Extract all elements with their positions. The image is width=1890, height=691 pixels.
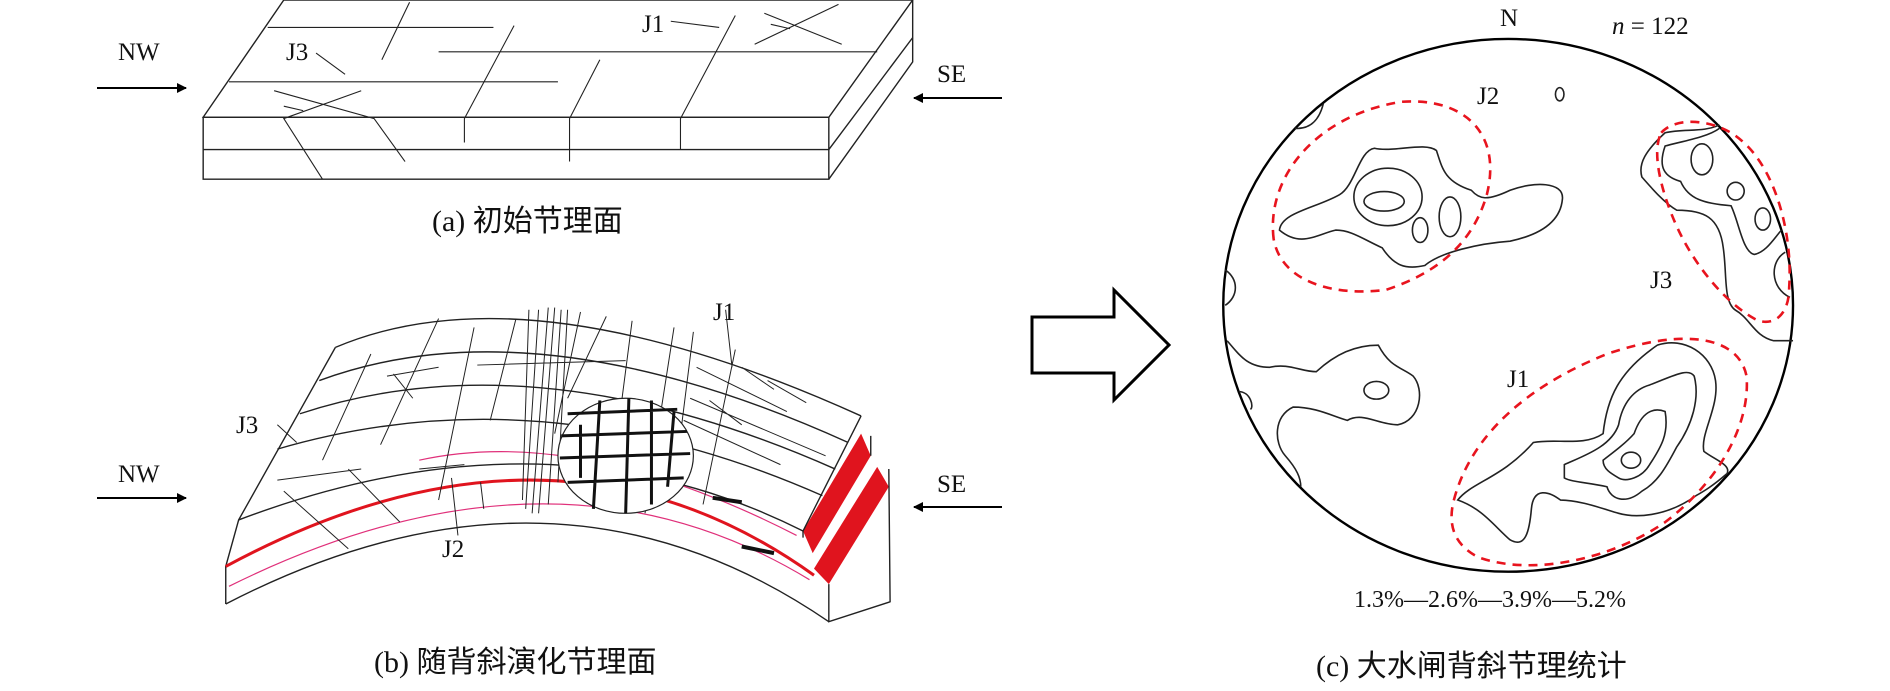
- panel-a-joint-traces: [229, 2, 877, 179]
- j3-label-a: J3: [286, 39, 309, 66]
- panel-a-block-diagram: [203, 0, 913, 179]
- contour-legend: 1.3%—2.6%—3.9%—5.2%: [1354, 587, 1626, 613]
- red-stratum-end-1: [803, 433, 871, 554]
- j1-label-b: J1: [713, 299, 736, 326]
- j3-label-b: J3: [236, 412, 259, 439]
- caption-a: (a) 初始节理面: [432, 205, 623, 238]
- se-label-b: SE: [937, 471, 967, 498]
- joint-mesh-ellipse: [558, 398, 693, 513]
- north-label: N: [1500, 5, 1519, 32]
- sample-count: n = 122: [1612, 14, 1689, 39]
- transition-arrow-icon: [1030, 286, 1172, 404]
- red-stratum-end-2: [813, 466, 889, 585]
- j1-label-c: J1: [1507, 366, 1530, 393]
- j3-label-c: J3: [1650, 267, 1673, 294]
- nw-label-a: NW: [118, 39, 160, 66]
- stereonet: [1223, 39, 1793, 572]
- j1-label-a: J1: [642, 11, 665, 38]
- se-label-a: SE: [937, 61, 967, 88]
- stereonet-primitive-circle: [1223, 39, 1793, 572]
- j3-cluster-outline: [1657, 122, 1789, 322]
- panel-b-anticline-diagram: [226, 308, 890, 622]
- j1-cluster-outline: [1452, 339, 1747, 565]
- j2-label-c: J2: [1477, 83, 1500, 110]
- j2-cluster-outline: [1273, 101, 1490, 291]
- caption-c: (c) 大水闸背斜节理统计: [1316, 650, 1627, 683]
- red-marker-bed: [226, 480, 814, 575]
- panel-b-joint-traces: [277, 308, 825, 549]
- n-symbol: n: [1612, 13, 1625, 40]
- nw-label-b: NW: [118, 461, 160, 488]
- n-value: = 122: [1630, 13, 1689, 40]
- density-contours: [1225, 88, 1793, 543]
- caption-b: (b) 随背斜演化节理面: [374, 646, 657, 679]
- j2-label-b: J2: [442, 536, 465, 563]
